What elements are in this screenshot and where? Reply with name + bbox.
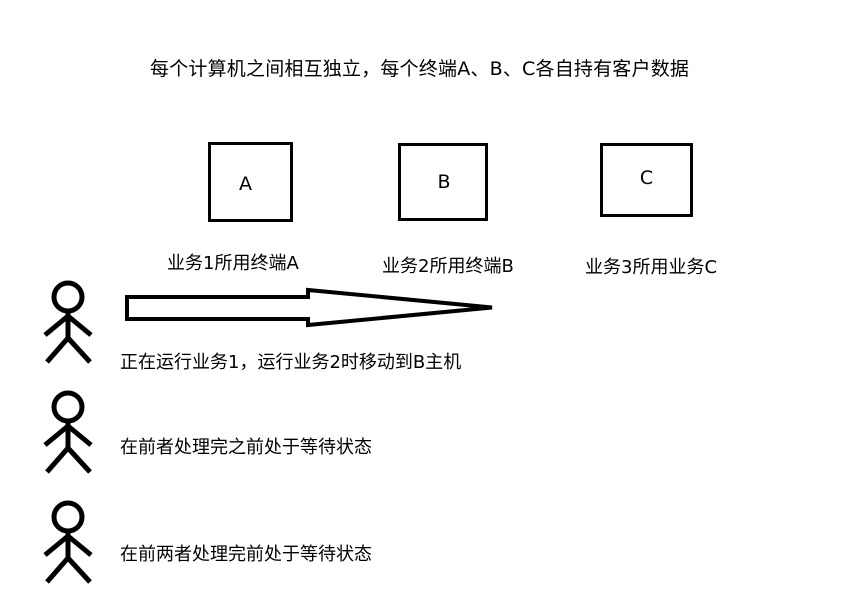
migration-arrow-icon [125,287,493,328]
terminal-box-c-letter: C [639,166,654,189]
terminal-box-a-letter: A [239,172,252,195]
actor-note-1: 正在运行业务1，运行业务2时移动到B主机 [120,352,462,373]
diagram-title: 每个计算机之间相互独立，每个终端A、B、C各自持有客户数据 [150,58,690,80]
stick-figure-actor-2 [43,390,93,474]
terminal-caption-c: 业务3所用业务C [585,257,718,278]
terminal-box-b-letter: B [437,170,451,193]
terminal-box-a: A [208,142,293,222]
actor-note-2: 在前者处理完之前处于等待状态 [120,437,372,458]
actor-note-3: 在前两者处理完前处于等待状态 [120,544,372,565]
stick-figure-actor-3 [43,500,93,584]
stick-figure-actor-1 [43,280,93,364]
terminal-box-c: C [600,143,693,217]
terminal-box-b: B [398,143,488,221]
terminal-caption-a: 业务1所用终端A [167,253,299,274]
terminal-caption-b: 业务2所用终端B [382,256,514,277]
